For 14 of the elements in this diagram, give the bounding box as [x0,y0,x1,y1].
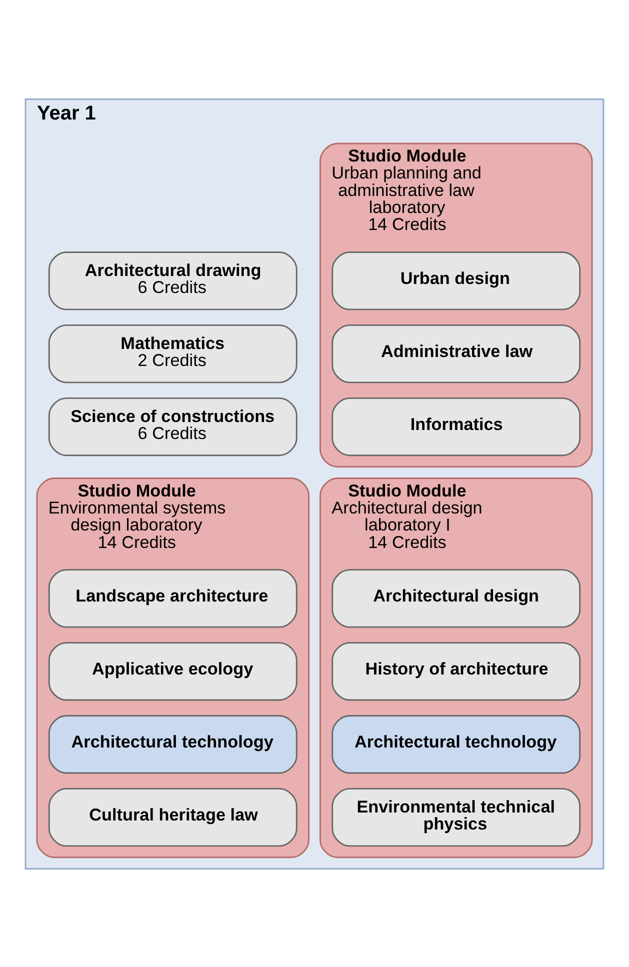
node-box: Landscape architecture [48,568,298,628]
node-box: Urban design [332,251,581,310]
node-box: Architectural technology [48,714,298,774]
node-box: Environmental technical physics [332,788,581,846]
node-box: Informatics [332,396,581,456]
node-box: Cultural heritage law [48,788,298,846]
node-box: Applicative ecology [48,642,298,700]
node-box: Mathematics 2 Credits [48,324,298,383]
node-box: History of architecture [332,642,581,700]
node-box: Architectural technology [332,714,581,774]
node-box: Science of constructions 6 Credits [48,396,298,456]
node-box: Administrative law [332,324,581,383]
node-box: Architectural drawing 6 Credits [48,251,298,310]
node-box: Architectural design [332,568,581,628]
